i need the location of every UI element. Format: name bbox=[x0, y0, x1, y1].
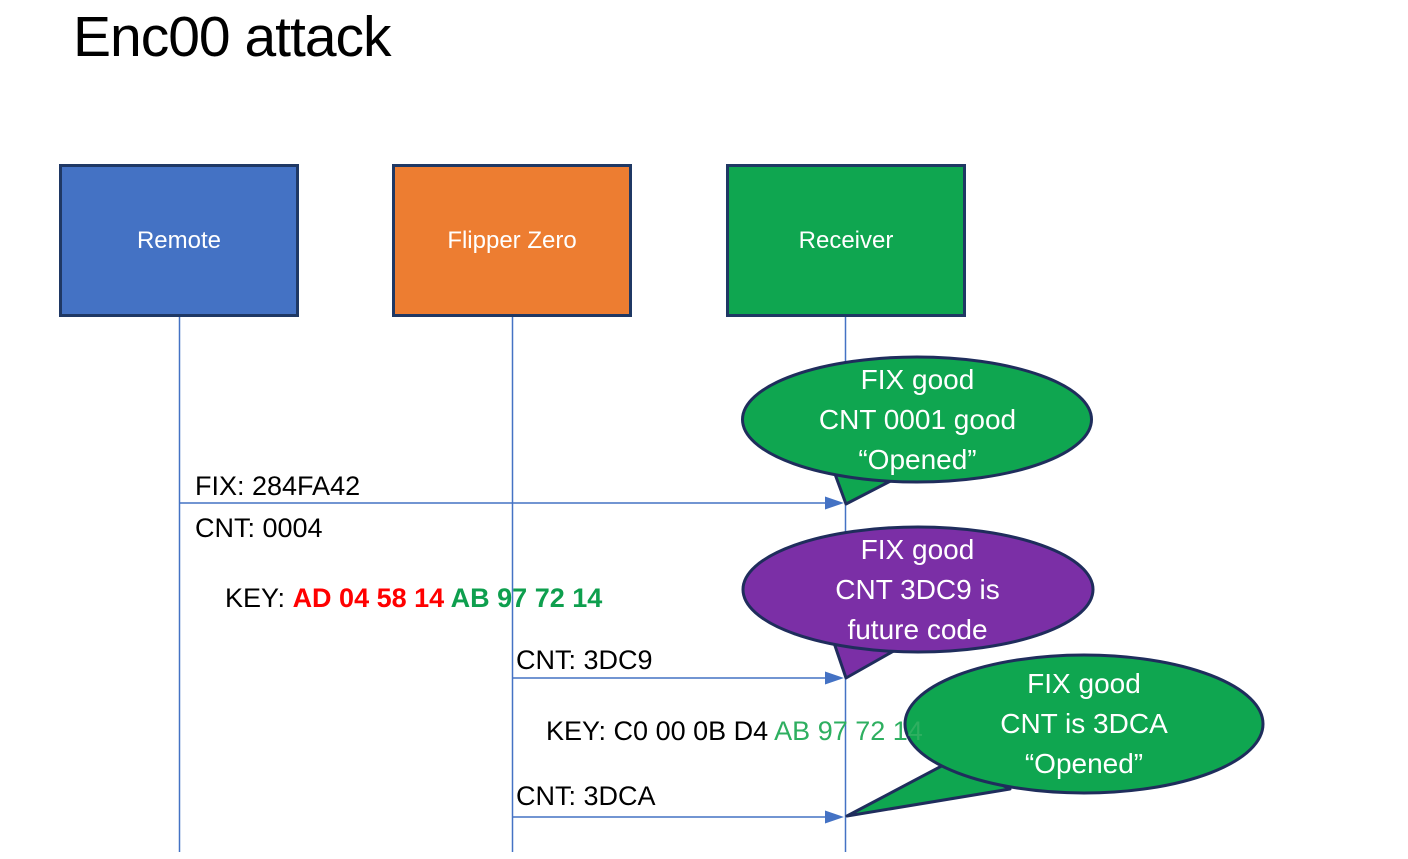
message-arrowhead-3 bbox=[825, 810, 844, 824]
callout-1-text: FIX good CNT 0001 good “Opened” bbox=[745, 358, 1090, 482]
callout-3-line-2: CNT is 3DCA bbox=[1000, 708, 1168, 739]
actor-label-receiver: Receiver bbox=[798, 226, 894, 254]
message-3-key-line: KEY: C0 02 8A 33 AB 97 72 14 bbox=[516, 823, 917, 859]
actor-box-remote: Remote bbox=[59, 164, 299, 317]
callout-2-text: FIX good CNT 3DC9 is future code bbox=[745, 528, 1090, 652]
actor-label-remote: Remote bbox=[136, 226, 222, 254]
message-1-key-prefix: KEY: bbox=[225, 583, 293, 613]
callout-1-line-3: “Opened” bbox=[858, 444, 977, 475]
message-arrowhead-2 bbox=[825, 671, 844, 685]
message-arrowhead-1 bbox=[825, 496, 844, 510]
page-title: Enc00 attack bbox=[73, 5, 392, 69]
message-1-key-changed-bytes: AD 04 58 14 bbox=[292, 583, 451, 613]
message-3-key-prefix: KEY: C0 02 8A 33 bbox=[546, 854, 768, 859]
actor-box-receiver: Receiver bbox=[726, 164, 966, 317]
message-2-key-prefix: KEY: C0 00 0B D4 bbox=[546, 716, 775, 746]
message-2-key-line: KEY: C0 00 0B D4 AB 97 72 14 bbox=[516, 685, 923, 778]
callout-3-text: FIX good CNT is 3DCA “Opened” bbox=[906, 656, 1262, 792]
callout-3-line-1: FIX good bbox=[1027, 668, 1141, 699]
message-1-fix-line: FIX: 284FA42 bbox=[195, 471, 361, 501]
callout-2-line-2: CNT 3DC9 is bbox=[835, 574, 1000, 605]
callout-3-bubble bbox=[903, 653, 1265, 795]
message-3-key-fixed-bytes: AB 97 72 14 bbox=[768, 854, 917, 859]
message-3-cnt-line: CNT: 3DCA bbox=[516, 781, 656, 811]
callout-3-line-3: “Opened” bbox=[1024, 748, 1144, 779]
callout-2-bubble bbox=[741, 525, 1095, 654]
message-2-key-fixed-bytes: AB 97 72 14 bbox=[774, 716, 923, 746]
callout-1-line-2: CNT 0001 good bbox=[818, 404, 1017, 435]
actor-box-flipper-zero: Flipper Zero bbox=[392, 164, 632, 317]
message-1-key-fixed-bytes: AB 97 72 14 bbox=[450, 583, 603, 613]
message-1-key-line: KEY: AD 04 58 14 AB 97 72 14 bbox=[195, 552, 602, 645]
message-1-cnt-line: CNT: 0004 bbox=[195, 513, 323, 543]
callout-2-line-1: FIX good bbox=[860, 534, 975, 565]
callout-1-line-1: FIX good bbox=[860, 364, 975, 395]
message-2-cnt-line: CNT: 3DC9 bbox=[516, 645, 653, 675]
callout-2-line-3: future code bbox=[847, 614, 988, 645]
actor-label-flipper-zero: Flipper Zero bbox=[447, 226, 577, 254]
callout-1-bubble bbox=[741, 355, 1093, 484]
